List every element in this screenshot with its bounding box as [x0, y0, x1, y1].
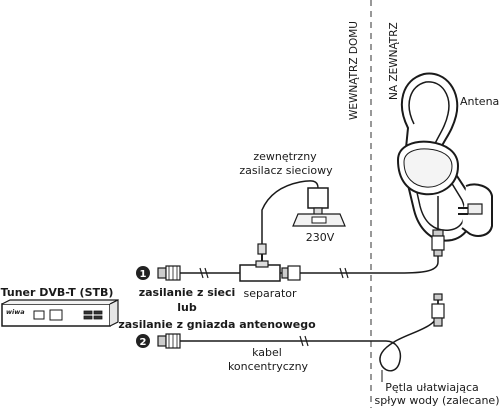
tuner-brand-logo: wiwa — [6, 308, 25, 316]
label-drip-loop-line2: spływ wody (zalecane) — [374, 394, 499, 407]
svg-text:2: 2 — [140, 337, 147, 348]
label-external-psu-line1: zewnętrzny — [253, 150, 317, 163]
label-inside-home: WEWNĄTRZ DOMU — [348, 21, 360, 120]
connector-1 — [157, 265, 181, 281]
label-tuner-title: Tuner DVB-T (STB) — [1, 286, 114, 299]
label-separator: separator — [243, 287, 297, 300]
label-external-psu-line2: zasilacz sieciowy — [239, 164, 333, 177]
label-power-socket: zasilanie z gniazda antenowego — [118, 318, 316, 331]
badge-1: 1 — [136, 266, 150, 280]
label-power-mains: zasilanie z sieci — [139, 286, 236, 299]
antenna-bottom-connector — [431, 293, 445, 327]
label-drip-loop-line1: Pętla ułatwiająca — [385, 381, 479, 394]
antenna-illustration — [396, 72, 493, 257]
separator-device — [239, 260, 301, 282]
coax-cable-1 — [180, 256, 439, 279]
label-coax-line1: kabel — [252, 346, 282, 359]
label-or: lub — [177, 301, 197, 314]
coax-cable-2 — [180, 300, 439, 372]
connector-2 — [157, 333, 181, 349]
label-coax-line2: koncentryczny — [228, 360, 309, 373]
external-power-supply — [257, 180, 346, 262]
label-voltage: 230V — [306, 231, 335, 244]
badge-2: 2 — [136, 334, 150, 348]
label-outside: NA ZEWNĄTRZ — [388, 22, 400, 100]
svg-text:1: 1 — [140, 269, 147, 280]
tuner-device — [1, 299, 119, 327]
label-antenna: Antena — [460, 95, 499, 108]
